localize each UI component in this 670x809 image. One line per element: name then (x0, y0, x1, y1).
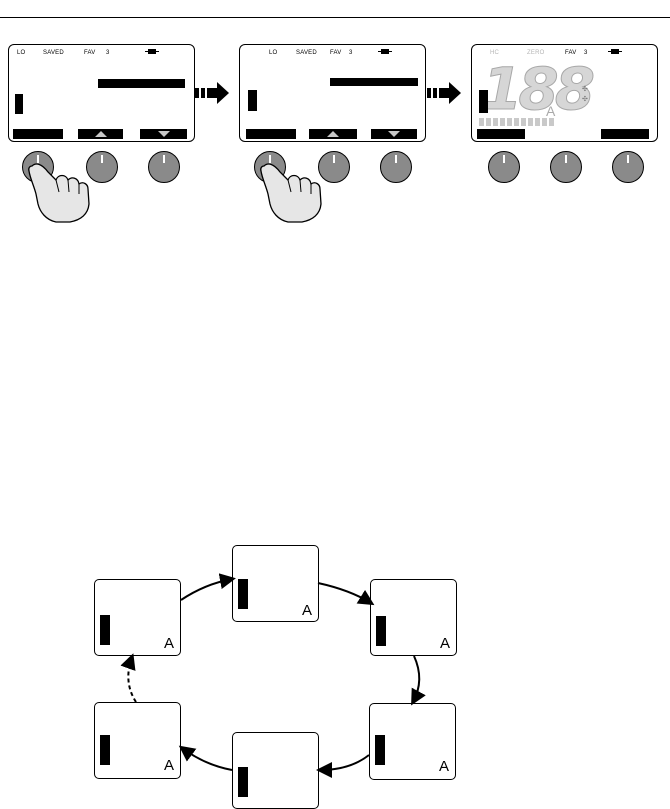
dot-indicator: ✣ (582, 85, 588, 93)
softkey-up[interactable] (78, 129, 123, 139)
cycle-arrow-top-to-right (318, 583, 371, 603)
text-bar (98, 79, 185, 88)
cursor-block (238, 767, 248, 797)
softkey-1[interactable] (477, 129, 525, 139)
fav-number: 3 (349, 50, 353, 56)
unit-label: A (164, 758, 174, 773)
lo-indicator: LO (269, 50, 277, 56)
hand-pointer-icon (258, 156, 338, 226)
cursor-block (238, 579, 248, 609)
unit-label: A (164, 636, 174, 651)
cycle-arrow-right-down (413, 656, 419, 702)
cycle-arrow-right-to-bottom (320, 755, 369, 770)
softkey-up[interactable] (309, 129, 357, 139)
cycle-screen-upper-left: A (94, 579, 181, 656)
up-arrow-icon (327, 131, 339, 137)
big-reading: 188 (482, 60, 591, 118)
bargraph (479, 118, 554, 126)
knob-1[interactable] (488, 151, 520, 183)
cycle-arrow-left-up-dashed (128, 657, 136, 702)
unit-label: A (440, 636, 450, 651)
cycle-arrow-left-to-top (181, 579, 232, 600)
text-bar (330, 78, 418, 86)
plug-icon (608, 49, 622, 54)
cycle-screen-lower-left: A (94, 702, 181, 779)
cycle-screen-bottom (232, 732, 319, 809)
lcd-screen-2: LO SAVED FAV 3 (239, 44, 426, 142)
lcd-screen-3: HC ZERO FAV 3 188 A ✣ ✣ (471, 44, 658, 142)
hand-pointer-icon (26, 156, 106, 226)
fav-indicator: FAV (330, 50, 342, 56)
cursor-block (100, 615, 110, 645)
softkey-1[interactable] (246, 129, 296, 139)
saved-indicator: SAVED (43, 50, 64, 56)
cursor-block (376, 616, 386, 646)
knob-3[interactable] (380, 151, 412, 183)
up-arrow-icon (95, 131, 107, 137)
knob-3[interactable] (148, 151, 180, 183)
lo-indicator: LO (17, 50, 25, 56)
knob-3[interactable] (612, 151, 644, 183)
cycle-arrow-bottom-to-left (182, 748, 232, 770)
down-arrow-icon (388, 131, 400, 137)
plug-icon (145, 49, 159, 54)
cursor-block (375, 735, 385, 765)
softkey-1[interactable] (13, 129, 63, 139)
down-arrow-icon (158, 131, 170, 137)
unit-label: A (439, 759, 449, 774)
saved-indicator: SAVED (296, 50, 317, 56)
dot-indicator: ✣ (582, 95, 588, 103)
cursor-block (248, 90, 257, 111)
header-rule (0, 17, 670, 18)
knob-2[interactable] (550, 151, 582, 183)
softkey-3[interactable] (601, 129, 649, 139)
cursor-block (100, 735, 110, 765)
softkey-down[interactable] (371, 129, 417, 139)
cursor-block (15, 94, 23, 114)
lcd-screen-1: LO SAVED FAV 3 (8, 44, 195, 142)
fav-indicator: FAV (84, 50, 96, 56)
softkey-down[interactable] (140, 129, 187, 139)
unit-label: A (546, 103, 555, 119)
cursor-block (479, 90, 488, 113)
unit-label: A (302, 603, 312, 618)
cycle-screen-top: A (232, 545, 319, 622)
cycle-screen-upper-right: A (370, 579, 457, 656)
fav-number: 3 (106, 50, 110, 56)
plug-icon (378, 49, 392, 54)
cycle-screen-lower-right: A (369, 703, 456, 780)
